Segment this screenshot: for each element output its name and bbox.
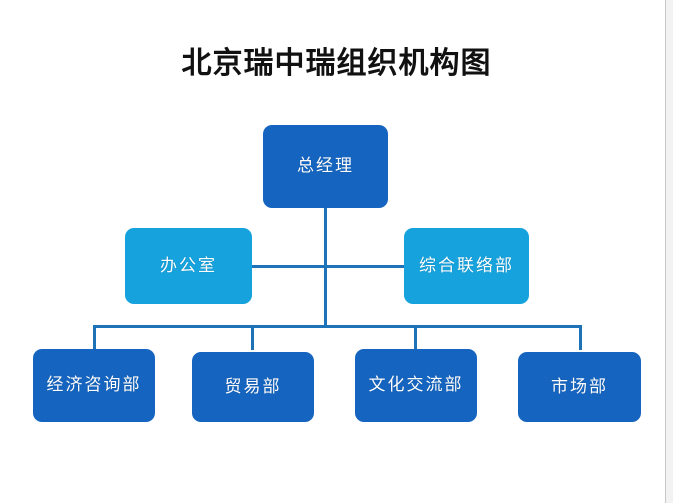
org-node-label: 总经理 [297, 156, 354, 177]
connector-level2-bus [93, 325, 582, 328]
org-node-marketing-dept[interactable]: 市场部 [518, 352, 641, 422]
org-node-general-liaison-dept[interactable]: 综合联络部 [404, 228, 529, 304]
connector-drop-culture [414, 325, 417, 350]
org-node-label: 综合联络部 [419, 255, 514, 276]
org-node-label: 经济咨询部 [46, 375, 142, 396]
connector-drop-trade [251, 325, 254, 350]
page-edge-rule [665, 0, 666, 503]
org-node-label: 市场部 [551, 376, 608, 397]
page-edge-shade [666, 0, 673, 503]
org-node-office[interactable]: 办公室 [125, 228, 252, 304]
connector-level1-horizontal [252, 265, 405, 268]
org-node-general-manager[interactable]: 总经理 [263, 125, 388, 208]
org-node-cultural-exchange-dept[interactable]: 文化交流部 [355, 349, 477, 422]
org-node-label: 办公室 [160, 255, 217, 276]
connector-drop-market [579, 325, 582, 350]
org-node-label: 文化交流部 [368, 375, 464, 396]
connector-drop-econ [93, 325, 96, 350]
org-node-economic-consulting-dept[interactable]: 经济咨询部 [33, 349, 155, 422]
org-node-trade-dept[interactable]: 贸易部 [192, 352, 314, 422]
org-node-label: 贸易部 [224, 376, 282, 397]
page-title: 北京瑞中瑞组织机构图 [181, 46, 492, 81]
